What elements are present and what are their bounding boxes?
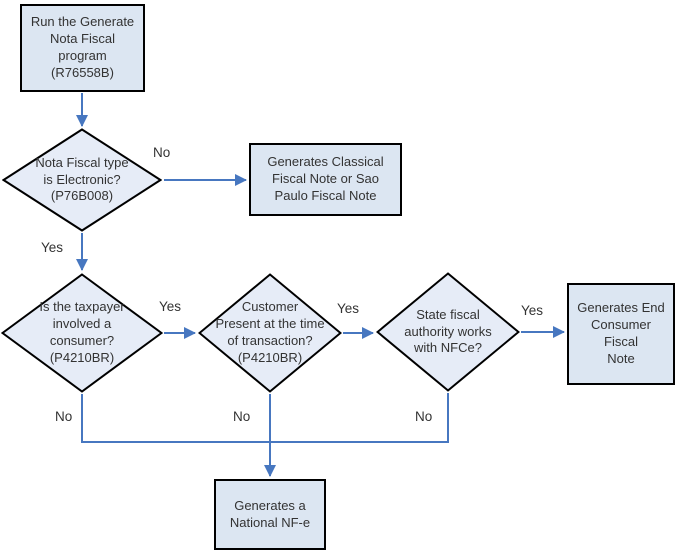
node-national-nfe: Generates a National NF-e [214, 479, 326, 550]
diamond-shape [198, 273, 342, 393]
electronic-decision-label: Nota Fiscal type is Electronic? (P76B008… [35, 154, 129, 204]
node-end-consumer-note: Generates End Consumer Fiscal Note [567, 283, 675, 385]
node-state-decision: State fiscal authority works with NFCe? [376, 272, 520, 392]
state-decision-label: State fiscal authority works with NFCe? [404, 306, 492, 356]
diamond-shape [376, 272, 520, 392]
label-taxpayer-yes: Yes [159, 299, 182, 314]
label-customer-no: No [233, 409, 251, 424]
diamond-shape [1, 273, 163, 393]
end-consumer-note-label: Generates End Consumer Fiscal Note [577, 300, 665, 366]
label-state-no: No [415, 409, 433, 424]
run-program-label: Run the Generate Nota Fiscal program (R7… [30, 14, 135, 80]
label-electronic-yes: Yes [41, 240, 64, 255]
node-classical-note: Generates Classical Fiscal Note or Sao P… [249, 143, 402, 216]
label-taxpayer-no: No [55, 409, 73, 424]
node-customer-decision: Customer Present at the time of transact… [198, 273, 342, 393]
label-state-yes: Yes [521, 303, 544, 318]
taxpayer-decision-label: Is the taxpayer involved a consumer? (P4… [39, 299, 125, 365]
national-nfe-label: Generates a National NF-e [229, 497, 311, 530]
label-customer-yes: Yes [337, 301, 360, 316]
classical-note-label: Generates Classical Fiscal Note or Sao P… [267, 154, 384, 203]
diamond-shape [2, 128, 162, 232]
edge-no-join-line [81, 393, 449, 443]
node-run-program: Run the Generate Nota Fiscal program (R7… [20, 4, 145, 92]
node-electronic-decision: Nota Fiscal type is Electronic? (P76B008… [2, 128, 162, 232]
label-electronic-no: No [153, 145, 171, 160]
customer-decision-label: Customer Present at the time of transact… [215, 299, 325, 365]
node-taxpayer-decision: Is the taxpayer involved a consumer? (P4… [1, 273, 163, 393]
